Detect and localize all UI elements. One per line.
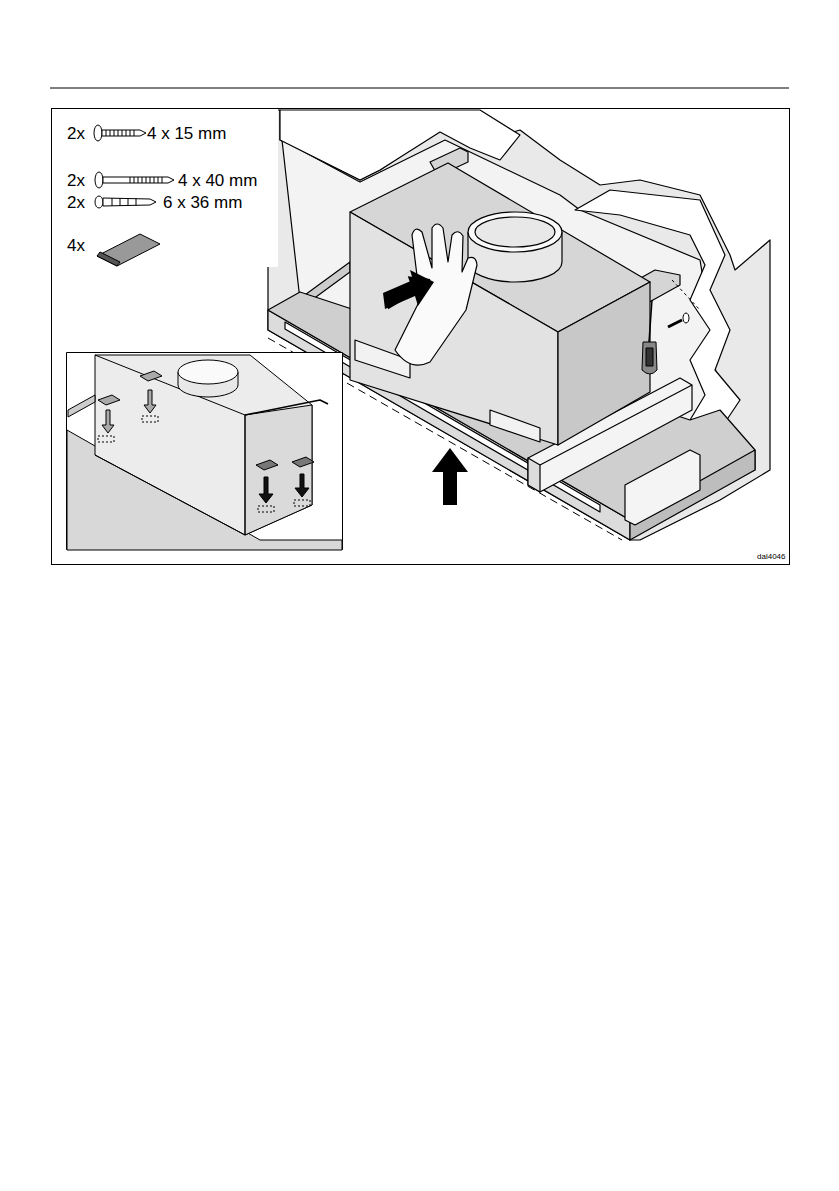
quantity: 2x [67, 125, 85, 142]
cabinet [268, 110, 770, 540]
long-screw-icon [95, 172, 174, 188]
screw [668, 280, 700, 327]
hood-unit [350, 163, 650, 445]
screw-size: 4 x 15 mm [147, 125, 226, 142]
screwdriver [642, 300, 657, 374]
figure-code: dal4046 [757, 553, 785, 561]
plug-size: 6 x 36 mm [163, 194, 242, 211]
screw-size: 4 x 40 mm [178, 172, 257, 189]
wall-plug-icon [95, 196, 156, 208]
adhesive-pad-icon [97, 234, 160, 266]
quantity: 2x [67, 172, 85, 189]
figure-frame [52, 109, 790, 565]
inset-detail [67, 353, 343, 551]
screw-icon [94, 125, 146, 141]
parts-panel [52, 109, 278, 267]
push-arrow-body [383, 270, 434, 309]
header-rule [50, 88, 789, 89]
quantity: 4x [67, 237, 85, 254]
lift-arrow [432, 448, 468, 505]
quantity: 2x [67, 194, 85, 211]
